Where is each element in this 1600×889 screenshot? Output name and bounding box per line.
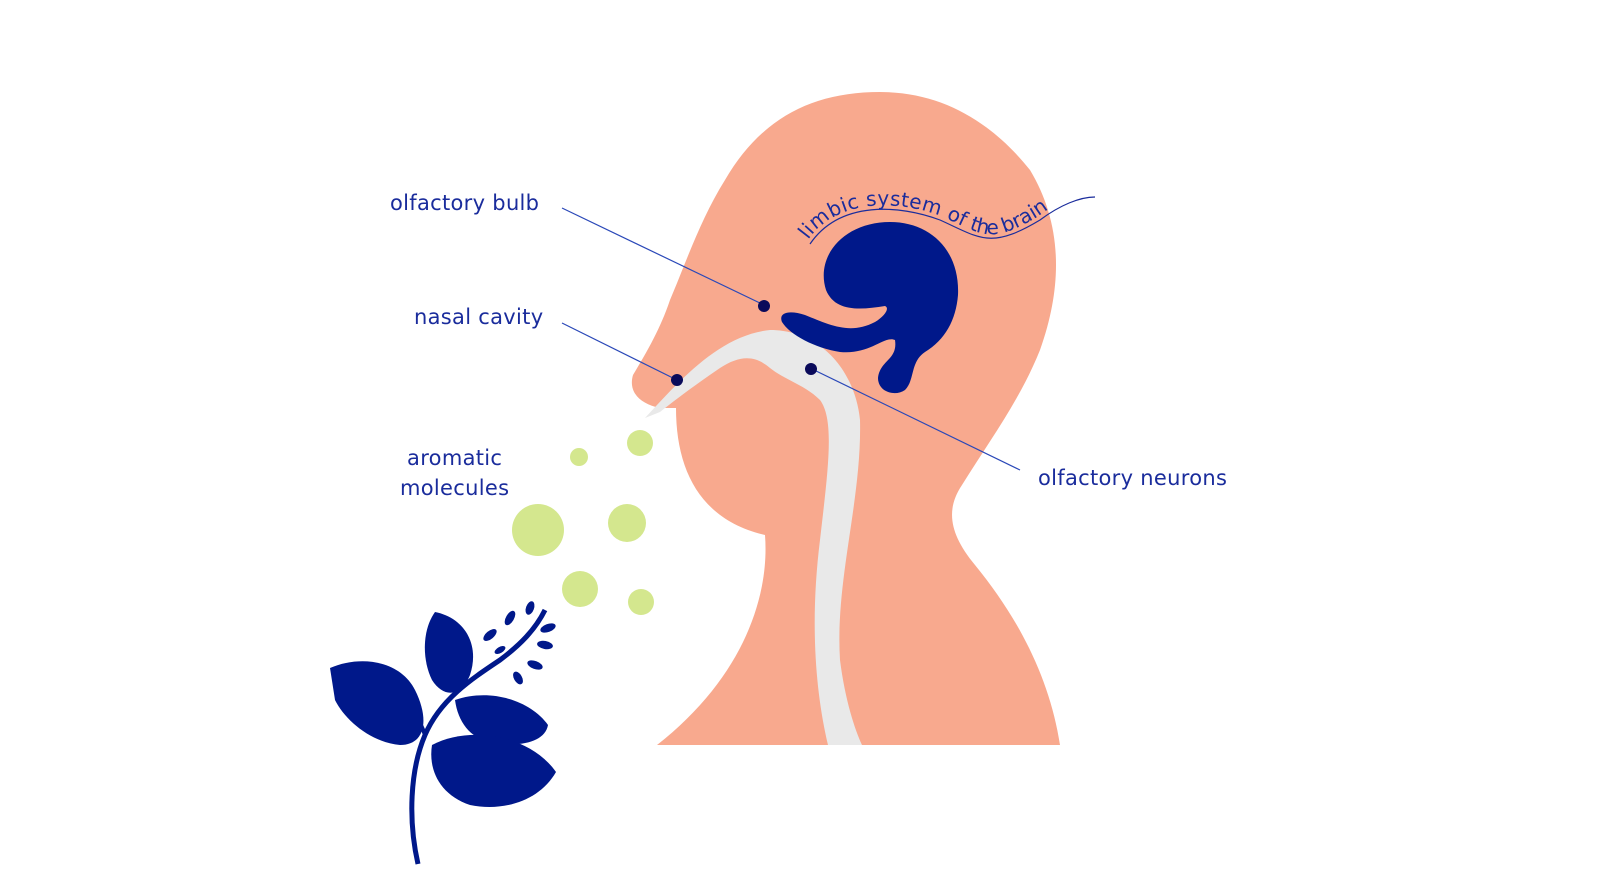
olfactory-bulb-leader: [561, 207, 765, 306]
limbic-system-brain: [781, 222, 959, 394]
molecule: [512, 504, 564, 556]
molecule: [608, 504, 646, 542]
olfactory-neurons-dot: [805, 363, 817, 375]
molecule: [628, 589, 654, 615]
olfactory-neurons-label: olfactory neurons: [1038, 466, 1228, 490]
olfactory-neurons-leader: [811, 368, 1021, 471]
nasal-cavity-label: nasal cavity: [414, 305, 544, 329]
nasal-cavity-leader: [561, 322, 678, 381]
aromatic-label-line1: aromatic: [407, 446, 503, 470]
nasal-passage: [645, 330, 862, 745]
aromatic-molecules-label: aromatic molecules: [400, 443, 509, 503]
molecule: [627, 430, 653, 456]
aromatic-molecules: [512, 430, 654, 615]
plant-sprig-icon: [330, 601, 556, 865]
olfactory-bulb-dot: [758, 300, 770, 312]
aromatic-label-line2: molecules: [400, 476, 510, 500]
olfactory-bulb-label: olfactory bulb: [390, 191, 540, 215]
molecule: [570, 448, 588, 466]
molecule: [562, 571, 598, 607]
limbic-curve-line: [809, 196, 1096, 245]
nasal-cavity-dot: [671, 374, 683, 386]
